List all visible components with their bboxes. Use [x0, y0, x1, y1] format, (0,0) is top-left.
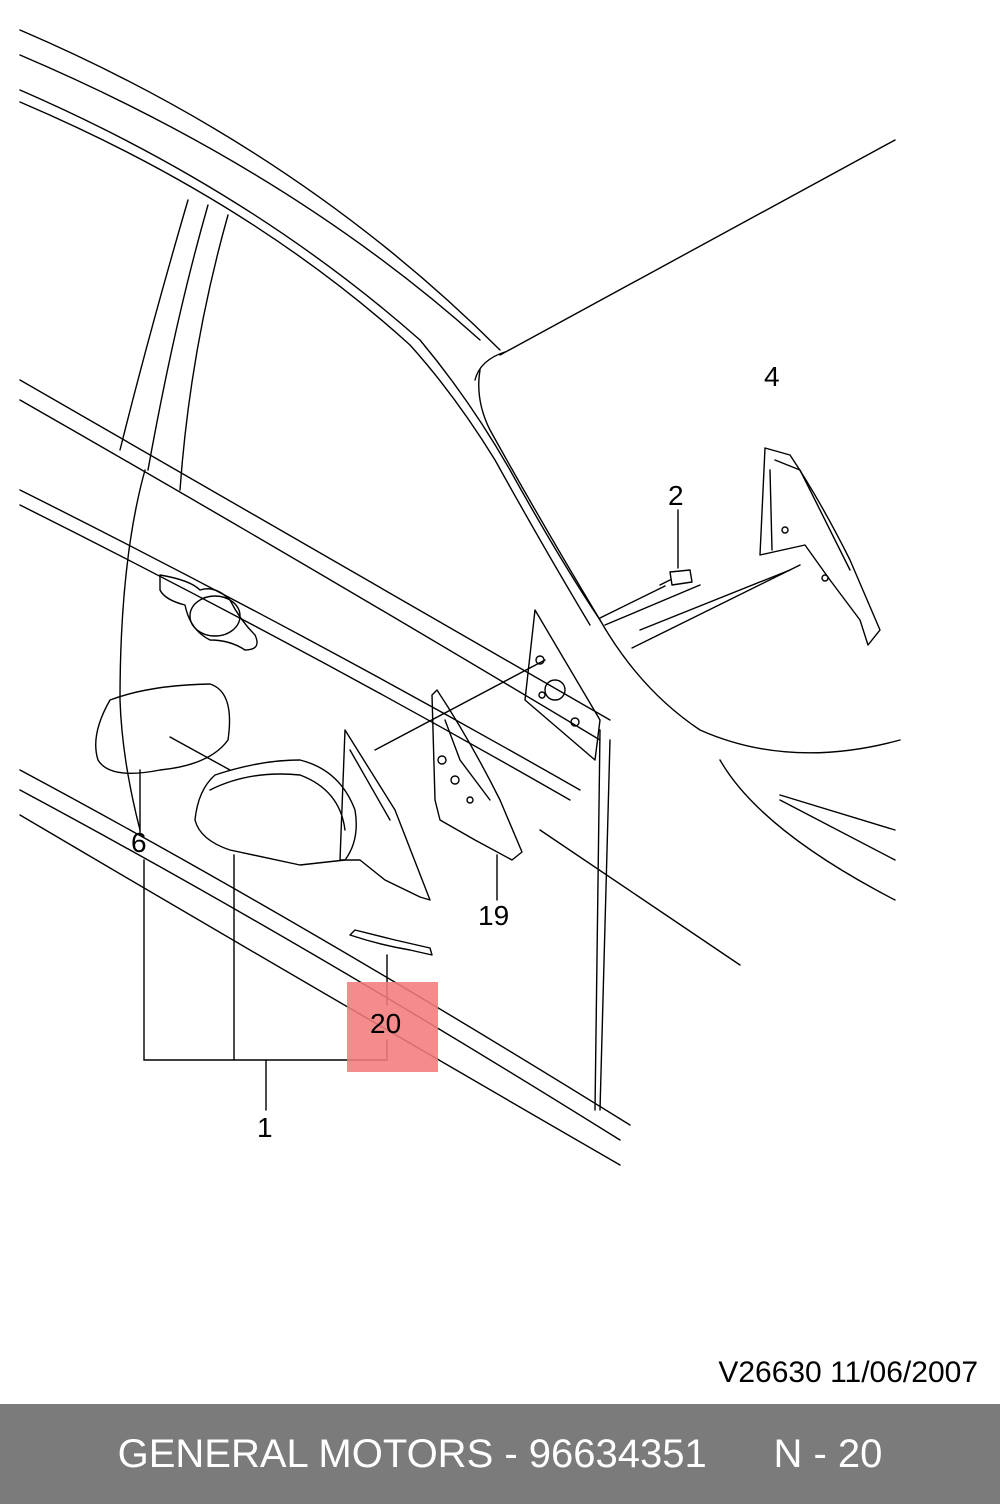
part-1-mirror-assembly: [194, 729, 433, 956]
callout-6: 6: [131, 827, 147, 858]
part-19-mirror-bracket: [374, 659, 546, 901]
callout-4: 4: [764, 361, 780, 392]
part-2-clip: [599, 509, 693, 619]
drawing-code: V26630 11/06/2007: [718, 1356, 978, 1389]
callout-1: 1: [257, 1112, 273, 1143]
callout-2: 2: [668, 480, 684, 511]
callout-20: 20: [370, 1008, 402, 1039]
footer-text: GENERAL MOTORS - 96634351 N - 20: [117, 1431, 883, 1476]
callout-19: 19: [478, 900, 510, 931]
callout-20-highlight: [347, 982, 438, 1072]
part-6-mirror-glass: [95, 683, 231, 836]
footer-bar: GENERAL MOTORS - 96634351 N - 20: [0, 1404, 1000, 1504]
car-body-outline: [19, 29, 901, 1166]
exploded-parts-diagram: [19, 29, 901, 1166]
part-4-trim-cover: [631, 447, 881, 649]
